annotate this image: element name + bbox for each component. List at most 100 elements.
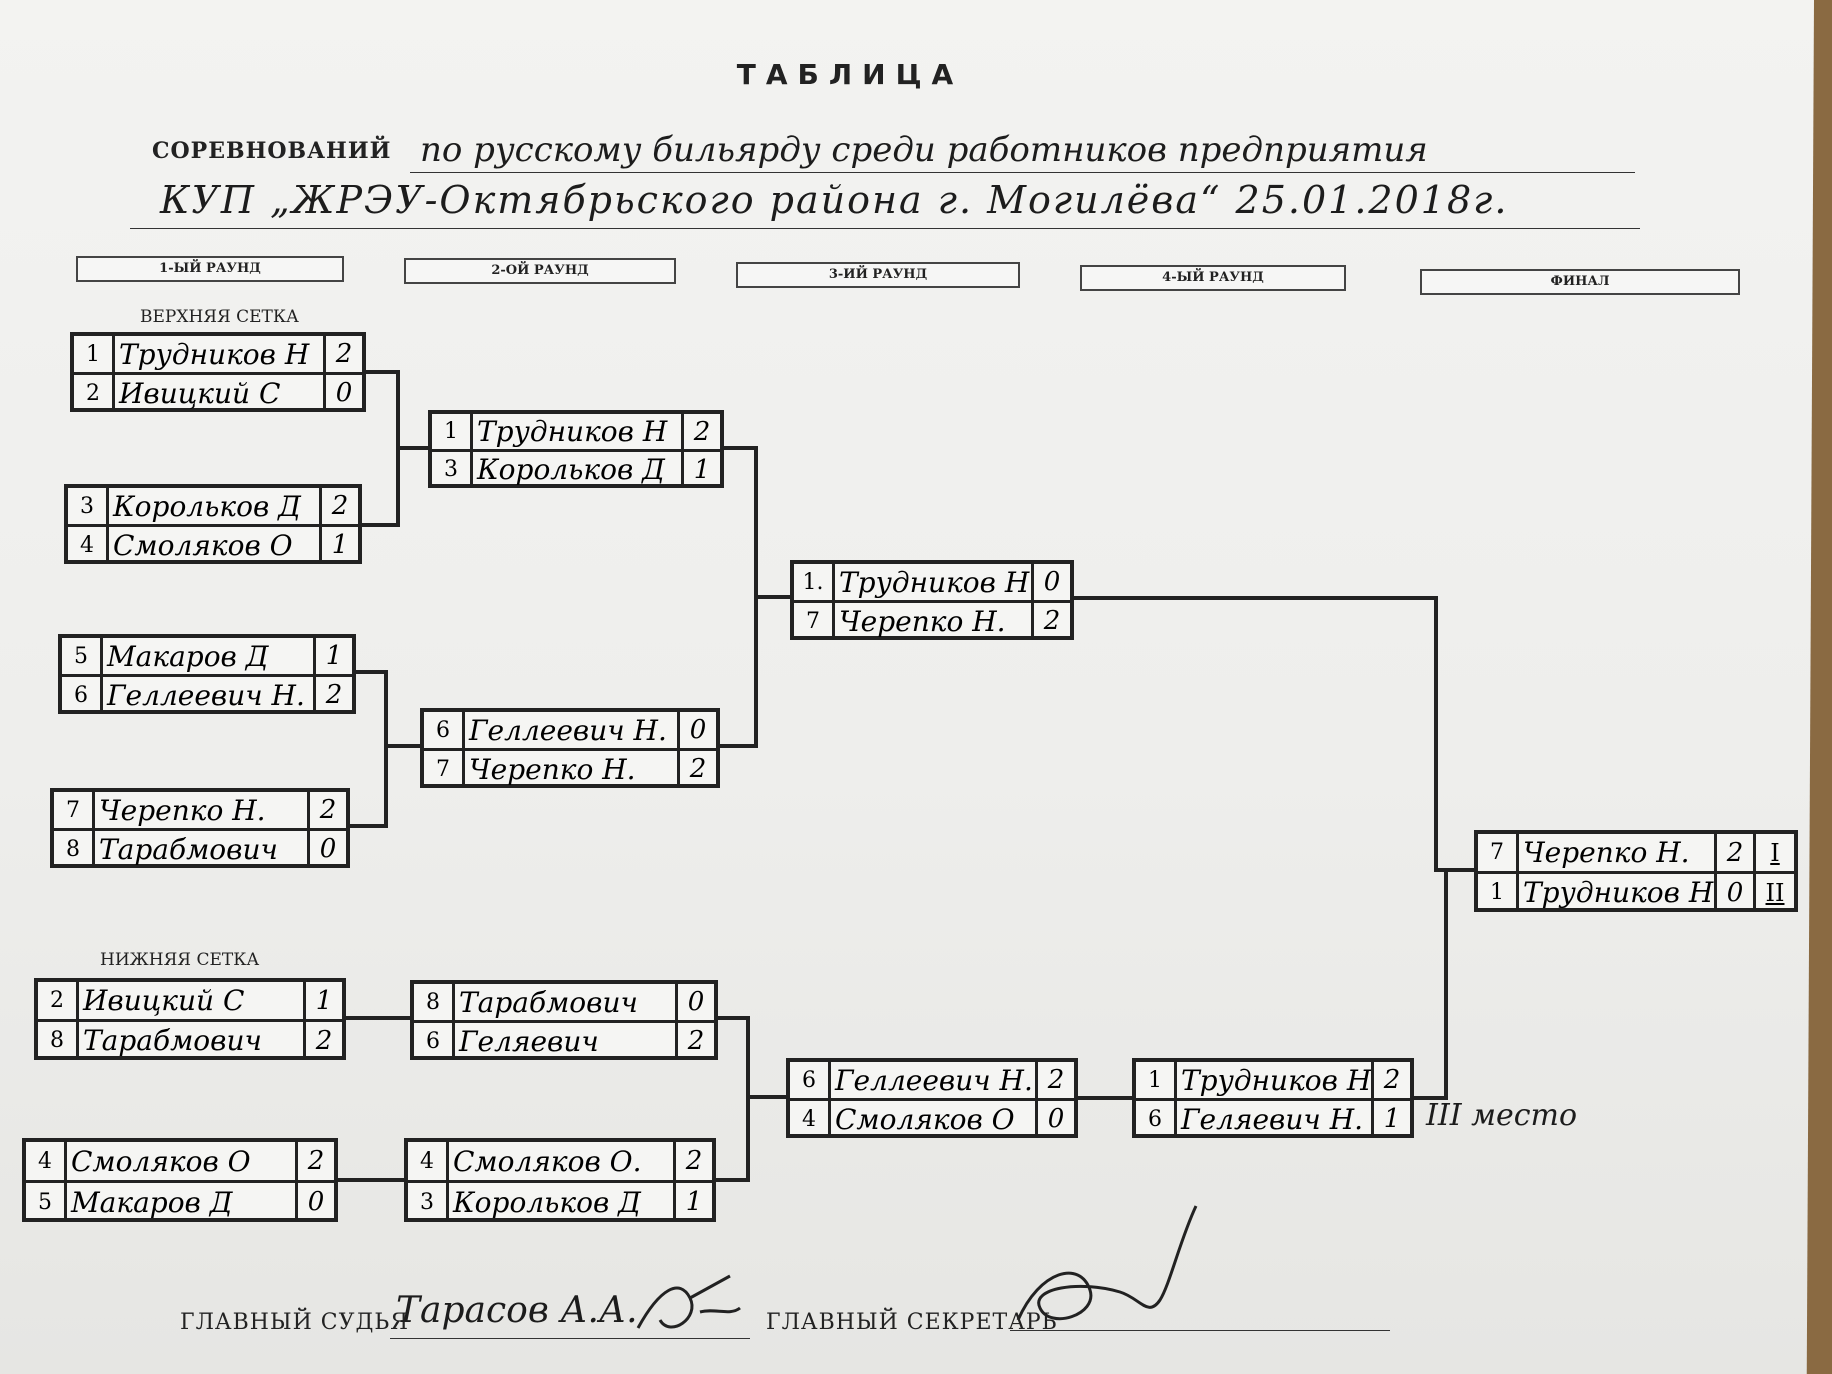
secretary-signature-line <box>1010 1330 1390 1331</box>
seed-number: 4 <box>408 1142 449 1180</box>
final-match: 7 Черепко Н. 2 I 1 Трудников Н 0 II <box>1474 830 1798 912</box>
match-player-row: 8 Тарабмович 0 <box>54 828 346 867</box>
player-name: Геллеевич Н. <box>835 1063 1033 1097</box>
seed-number: 1. <box>794 564 835 600</box>
lower-r2-match-2: 4 Смоляков О. 2 3 Корольков Д 1 <box>404 1138 716 1222</box>
player-name: Тарабмович <box>459 985 638 1019</box>
round-label-final: ФИНАЛ <box>1420 269 1740 295</box>
lower-r1-match-2: 4 Смоляков О 2 5 Макаров Д 0 <box>22 1138 338 1222</box>
chief-judge-label: ГЛАВНЫЙ СУДЬЯ <box>180 1310 409 1335</box>
lower-bracket-label: НИЖНЯЯ СЕТКА <box>100 950 260 970</box>
round-label-2: 2-ОЙ РАУНД <box>404 258 676 284</box>
chief-judge-name: Тарасов А.А. <box>396 1290 638 1331</box>
seed-number: 4 <box>26 1142 67 1180</box>
seed-number: 6 <box>790 1062 831 1098</box>
player-name: Смоляков О. <box>453 1144 642 1178</box>
player-score: 2 <box>313 677 352 713</box>
upper-r1-match-1: 1 Трудников Н 2 2 Ивицкий С 0 <box>70 332 366 412</box>
player-name: Трудников Н <box>477 415 668 448</box>
player-score: 0 <box>1714 874 1753 911</box>
match-player-row: 6 Геллеевич Н. 0 <box>424 712 716 748</box>
player-score: 2 <box>1035 1062 1074 1098</box>
match-player-row: 7 Черепко Н. 2 <box>54 792 346 828</box>
player-name: Геллеевич Н. <box>469 713 667 747</box>
seed-number: 7 <box>54 792 95 828</box>
match-player-row: 3 Корольков Д 1 <box>408 1180 712 1221</box>
player-name: Геллеевич Н. <box>107 678 305 712</box>
round-label-4: 4-ЫЙ РАУНД <box>1080 265 1346 291</box>
match-player-row: 7 Черепко Н. 2 I <box>1478 834 1794 871</box>
competition-underline-1 <box>410 172 1635 173</box>
match-player-row: 8 Тарабмович 2 <box>38 1019 342 1059</box>
match-player-row: 5 Макаров Д 0 <box>26 1180 334 1221</box>
chief-secretary-label: ГЛАВНЫЙ СЕКРЕТАРЬ <box>766 1310 1058 1335</box>
seed-number: 1 <box>432 414 473 449</box>
player-score: 0 <box>677 712 716 748</box>
player-name: Трудников Н. <box>839 565 1031 599</box>
upper-r1-match-4: 7 Черепко Н. 2 8 Тарабмович 0 <box>50 788 350 868</box>
player-name: Геляевич Н. <box>1181 1102 1364 1136</box>
player-name: Трудников Н. <box>1181 1063 1371 1097</box>
player-score: 1 <box>673 1183 712 1221</box>
player-score: 0 <box>675 984 714 1020</box>
seed-number: 6 <box>424 712 465 748</box>
player-score: 2 <box>323 336 362 372</box>
match-player-row: 1 Трудников Н 0 II <box>1478 871 1794 911</box>
player-name: Трудников Н <box>1523 876 1714 909</box>
seed-number: 2 <box>74 375 115 411</box>
match-player-row: 6 Геляевич Н. 1 <box>1136 1098 1410 1137</box>
judge-signature <box>636 1274 741 1329</box>
match-player-row: 8 Тарабмович 0 <box>414 984 714 1020</box>
seed-number: 6 <box>62 677 103 713</box>
seed-number: 1 <box>1478 874 1519 911</box>
match-player-row: 4 Смоляков О 2 <box>26 1142 334 1180</box>
seed-number: 8 <box>414 984 455 1020</box>
player-name: Тарабмович <box>83 1024 262 1057</box>
seed-number: 7 <box>424 751 465 787</box>
player-score: 2 <box>1371 1062 1410 1098</box>
match-player-row: 5 Макаров Д 1 <box>62 638 352 674</box>
seed-number: 6 <box>414 1023 455 1059</box>
upper-r1-match-3: 5 Макаров Д 1 6 Геллеевич Н. 2 <box>58 634 356 714</box>
place-number: II <box>1753 874 1794 911</box>
seed-number: 8 <box>54 831 95 867</box>
seed-number: 3 <box>408 1183 449 1221</box>
player-name: Смоляков О <box>71 1144 251 1178</box>
upper-r2-match-2: 6 Геллеевич Н. 0 7 Черепко Н. 2 <box>420 708 720 788</box>
secretary-signature <box>1016 1205 1198 1321</box>
player-score: 0 <box>307 831 346 867</box>
match-player-row: 7 Черепко Н. 2 <box>794 600 1070 639</box>
seed-number: 7 <box>1478 834 1519 871</box>
player-score: 2 <box>303 1022 342 1059</box>
seed-number: 3 <box>68 488 109 524</box>
document-title: ТАБЛИЦА <box>736 58 964 91</box>
third-place-note: III место <box>1426 1098 1578 1133</box>
player-score: 1 <box>319 527 358 563</box>
match-player-row: 4 Смоляков О. 2 <box>408 1142 712 1180</box>
player-score: 2 <box>1031 603 1070 639</box>
seed-number: 6 <box>1136 1101 1177 1137</box>
player-name: Макаров Д <box>71 1185 233 1219</box>
upper-r2-match-1: 1 Трудников Н 2 3 Корольков Д 1 <box>428 410 724 488</box>
player-score: 2 <box>1714 834 1753 871</box>
match-player-row: 1 Трудников Н 2 <box>74 336 362 372</box>
match-player-row: 7 Черепко Н. 2 <box>424 748 716 787</box>
match-player-row: 6 Геллеевич Н. 2 <box>62 674 352 713</box>
seed-number: 3 <box>432 452 473 487</box>
player-score: 1 <box>1371 1101 1410 1137</box>
player-name: Ивицкий С <box>83 984 245 1017</box>
lower-r1-match-1: 2 Ивицкий С 1 8 Тарабмович 2 <box>34 978 346 1060</box>
player-name: Смоляков О <box>113 528 293 562</box>
player-name: Ивицкий С <box>119 376 281 410</box>
match-player-row: 1. Трудников Н. 0 <box>794 564 1070 600</box>
player-name: Корольков Д <box>113 489 301 523</box>
player-name: Черепко Н. <box>99 793 266 827</box>
player-score: 0 <box>1035 1101 1074 1137</box>
competition-line-2: КУП „ЖРЭУ-Октябрьского района г. Могилёв… <box>160 178 1509 222</box>
competition-underline-2 <box>130 228 1640 229</box>
seed-number: 1 <box>1136 1062 1177 1098</box>
match-player-row: 2 Ивицкий С 1 <box>38 982 342 1019</box>
player-name: Геляевич <box>459 1024 599 1058</box>
match-player-row: 2 Ивицкий С 0 <box>74 372 362 411</box>
